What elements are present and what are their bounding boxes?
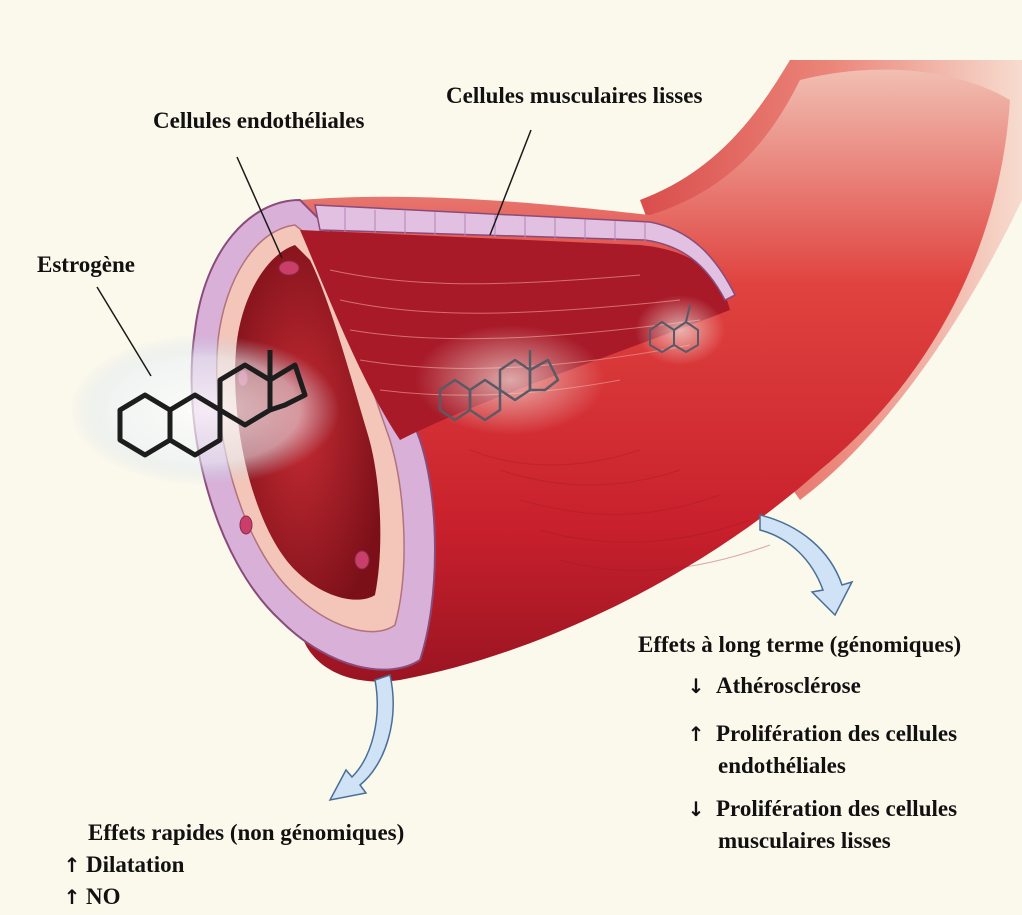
label-endothelial-cells: Cellules endothéliales [153, 108, 364, 134]
long-term-item-smooth-muscle-proliferation-line2: musculaires lisses [718, 828, 891, 854]
down-arrow-icon: ↓ [686, 675, 706, 698]
up-arrow-icon: ↑ [62, 886, 82, 909]
estrogen-molecule-medium [415, 325, 605, 435]
estrogen-molecule-small [635, 295, 725, 365]
rapid-arrow [330, 675, 393, 800]
estrogen-molecule-large [70, 335, 340, 485]
label-smooth-muscle-cells: Cellules musculaires lisses [446, 83, 702, 109]
down-arrow-icon: ↓ [686, 798, 706, 821]
long-term-item-atherosclerosis: ↓Athérosclérose [686, 673, 861, 699]
long-term-item-endothelial-proliferation-line2: endothéliales [718, 753, 846, 779]
long-term-item-smooth-muscle-proliferation: ↓Prolifération des cellules [686, 796, 957, 822]
up-arrow-icon: ↑ [686, 723, 706, 746]
rapid-item-no: ↑NO [62, 884, 121, 910]
long-term-title: Effets à long terme (génomiques) [638, 632, 961, 658]
rapid-title: Effets rapides (non génomiques) [88, 820, 404, 846]
up-arrow-icon: ↑ [62, 854, 82, 877]
long-term-arrow [760, 515, 852, 615]
long-term-item-endothelial-proliferation: ↑Prolifération des cellules [686, 721, 957, 747]
rapid-item-dilatation: ↑Dilatation [62, 852, 184, 878]
label-estrogen: Estrogène [37, 252, 135, 278]
